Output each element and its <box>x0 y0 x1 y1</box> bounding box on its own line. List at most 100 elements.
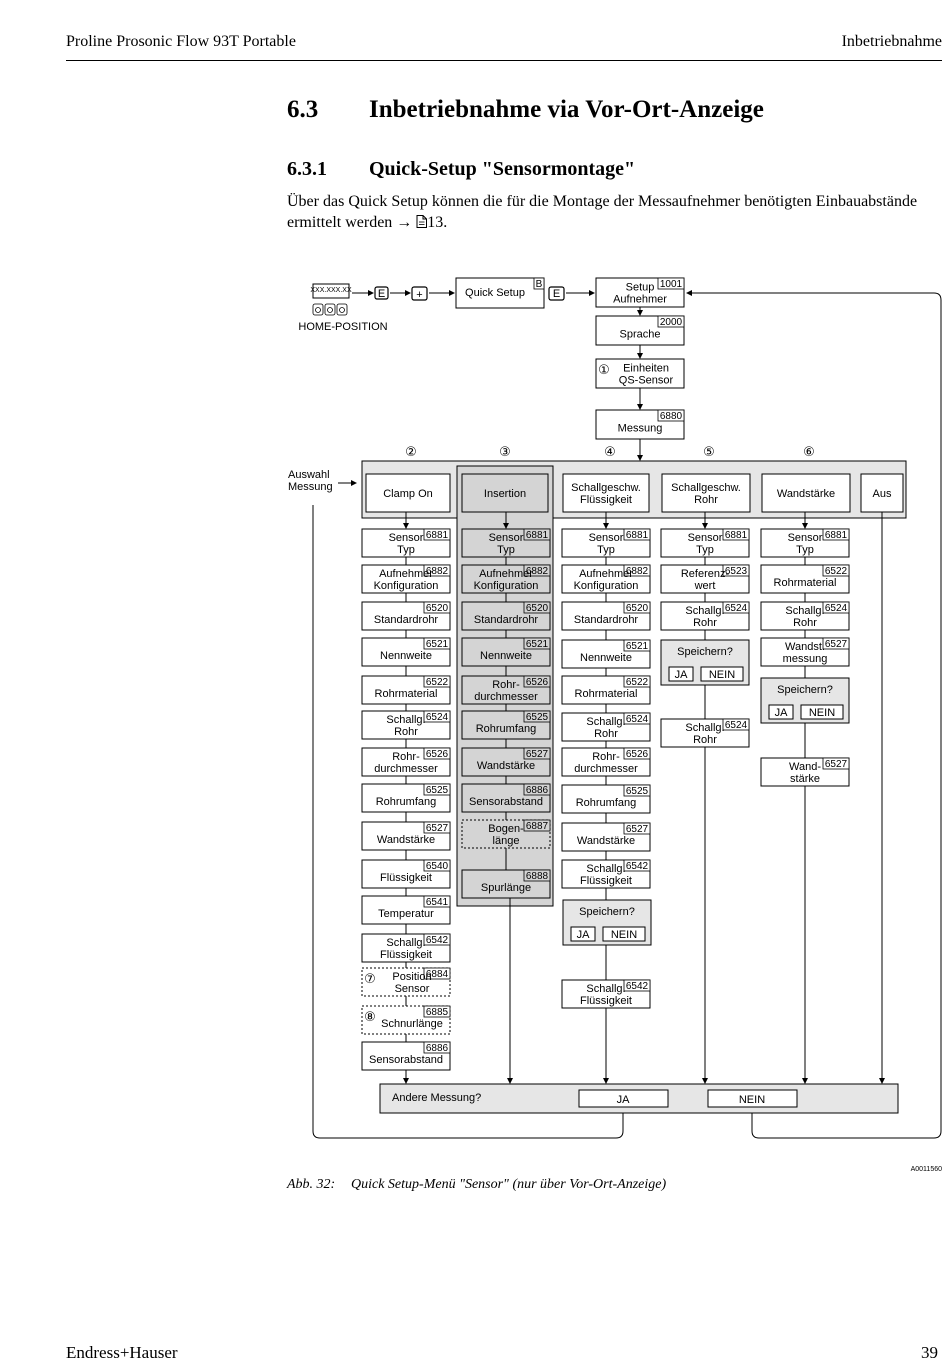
operating-key-icon <box>336 303 348 316</box>
box-label: Wandstärke <box>577 835 635 847</box>
code-badge <box>623 822 651 835</box>
code-badge <box>657 409 685 422</box>
code-badge <box>523 783 551 796</box>
arrow-head <box>503 523 509 529</box>
arrow-head <box>686 290 692 296</box>
display-icon <box>312 283 350 299</box>
box-label: Typ <box>597 544 615 556</box>
andere-ja-label: JA <box>617 1094 631 1106</box>
function-code: 6525 <box>426 785 449 796</box>
box-label: Sensor <box>688 532 723 544</box>
nein-button-box <box>700 666 744 682</box>
code-badge <box>423 783 451 796</box>
box-label: Konfiguration <box>574 580 639 592</box>
step-marker: ① <box>598 362 610 377</box>
plus-key-label: + <box>416 289 422 301</box>
function-code: 6888 <box>526 871 549 882</box>
box-label: Flüssigkeit <box>580 995 632 1007</box>
caption-label: Abb. 32: <box>287 1177 336 1192</box>
menu-box <box>661 473 751 513</box>
code-badge <box>623 675 651 688</box>
code-badge <box>657 277 685 290</box>
figure-id: A0011560 <box>911 1166 943 1173</box>
plus-key-icon <box>411 286 428 301</box>
code-badge <box>423 637 451 650</box>
code-badge <box>623 639 651 652</box>
box-label: Typ <box>497 544 515 556</box>
ja-label: JA <box>775 707 789 719</box>
function-code: 6882 <box>426 566 449 577</box>
box-label: Rohr- <box>392 751 420 763</box>
arrow-head <box>403 523 409 529</box>
code-badge <box>523 528 551 541</box>
box-label: QS-Sensor <box>619 375 674 387</box>
e-key-label: E <box>553 288 560 300</box>
e-key-icon <box>374 286 389 300</box>
box-label: Spurlänge <box>481 882 531 894</box>
code-badge <box>423 859 451 872</box>
box-label: stärke <box>790 773 820 785</box>
column-marker: ② <box>405 444 417 459</box>
code-badge <box>423 933 451 946</box>
step-marker: ⑦ <box>364 971 376 986</box>
function-code: 6885 <box>426 1007 449 1018</box>
box-label: Bogen- <box>488 823 524 835</box>
box-label: länge <box>493 835 520 847</box>
arrow-head <box>603 1078 609 1084</box>
box-label: durchmesser <box>374 763 438 775</box>
box-label: Schallg. <box>586 983 625 995</box>
box-label: Schallg. <box>586 716 625 728</box>
function-code: 6884 <box>426 969 449 980</box>
code-badge <box>523 564 551 577</box>
box-label: Position <box>392 971 431 983</box>
menu-box <box>461 473 549 513</box>
function-code: 6527 <box>825 639 848 650</box>
function-code: 6527 <box>626 824 649 835</box>
operating-key-icon <box>324 303 336 316</box>
code-badge <box>423 821 451 834</box>
column-marker: ③ <box>499 444 511 459</box>
quick-setup-label: Quick Setup <box>465 287 525 299</box>
function-code: 6525 <box>626 786 649 797</box>
code-badge <box>423 528 451 541</box>
ref-page: 13. <box>427 214 448 231</box>
function-code: 6881 <box>626 530 649 541</box>
speichern-title: Speichern? <box>677 646 733 658</box>
box-label: Nennweite <box>380 650 432 662</box>
box-label: Insertion <box>484 488 526 500</box>
box-label: Wandstärke <box>377 834 435 846</box>
arrow-head <box>403 1078 409 1084</box>
arrow-head <box>637 310 643 316</box>
box-label: Typ <box>397 544 415 556</box>
function-code: 6881 <box>526 530 549 541</box>
function-code: 6524 <box>825 603 848 614</box>
function-code: 6521 <box>426 639 449 650</box>
box-label: messung <box>783 653 828 665</box>
arrow-head <box>507 1078 513 1084</box>
box-label: Rohrumfang <box>376 796 437 808</box>
box-label: Sensorabstand <box>469 796 543 808</box>
box-label: Nennweite <box>480 650 532 662</box>
function-code: 6521 <box>526 639 549 650</box>
arrow-head <box>802 1078 808 1084</box>
key-dot <box>315 307 321 313</box>
box-label: Rohr <box>594 728 618 740</box>
quick-setup-box <box>455 277 545 309</box>
box-label: Rohr- <box>592 751 620 763</box>
box-label: Nennweite <box>580 652 632 664</box>
box-label: Flüssigkeit <box>380 949 432 961</box>
arrow-head <box>702 1078 708 1084</box>
code-badge <box>822 637 850 650</box>
subsection-number: 6.3.1 <box>287 158 327 180</box>
function-code: 6520 <box>426 603 449 614</box>
function-code: 1001 <box>660 279 683 290</box>
code-badge <box>523 819 551 832</box>
arrow-head <box>637 455 643 461</box>
function-code: 6882 <box>526 566 549 577</box>
function-code: 6522 <box>626 677 649 688</box>
function-code: 6525 <box>526 712 549 723</box>
code-badge <box>623 712 651 725</box>
function-code: 6526 <box>426 749 449 760</box>
function-code: 6880 <box>660 411 683 422</box>
